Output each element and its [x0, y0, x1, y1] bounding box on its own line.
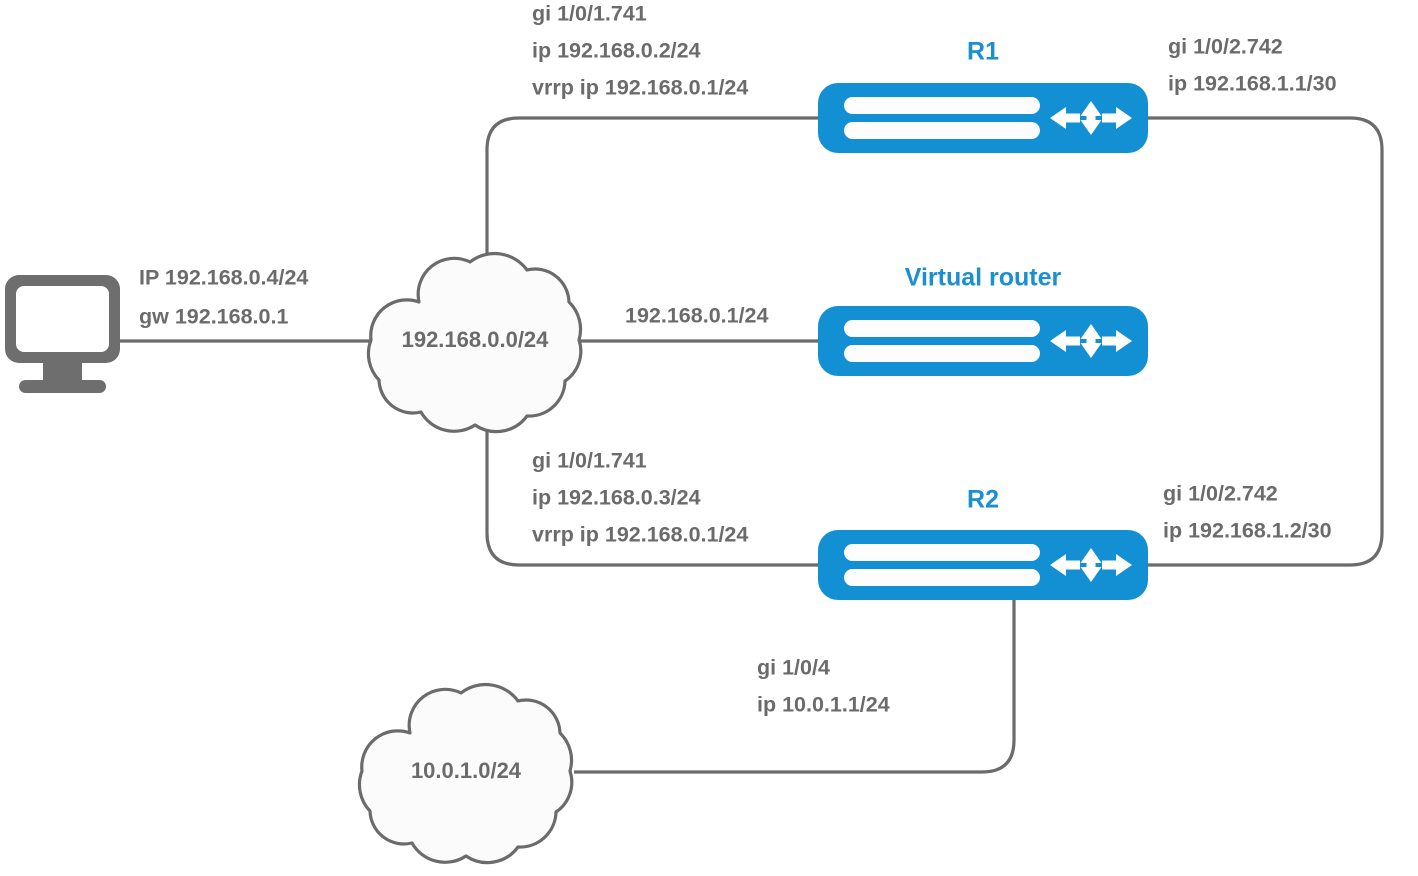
r1-left-label-line-1: gi 1/0/1.741: [532, 2, 647, 26]
label-r2-left: gi 1/0/1.741 ip 192.168.0.3/24 vrrp ip 1…: [532, 449, 748, 547]
r1-right-label-line-1: gi 1/0/2.742: [1168, 35, 1283, 59]
label-pc: IP 192.168.0.4/24 gw 192.168.0.1: [139, 266, 308, 329]
router-icon: [818, 530, 1148, 600]
label-r1-right: gi 1/0/2.742 ip 192.168.1.1/30: [1168, 35, 1337, 96]
r1-left-label-line-3: vrrp ip 192.168.0.1/24: [532, 76, 748, 100]
r2-left-label-line-1: gi 1/0/1.741: [532, 449, 647, 473]
node-router-r2[interactable]: R2: [818, 486, 1148, 600]
node-cloud-lan[interactable]: 192.168.0.0/24: [366, 251, 583, 434]
label-virtual-router-left: 192.168.0.1/24: [625, 304, 769, 328]
pc-label-line-2: gw 192.168.0.1: [139, 305, 288, 329]
pc-label-line-1: IP 192.168.0.4/24: [139, 266, 308, 290]
desktop-computer-icon: [5, 275, 120, 393]
link-r2-to-cloud-wan: [574, 572, 1016, 774]
node-router-virtual[interactable]: Virtual router: [818, 264, 1148, 376]
r1-left-label-line-2: ip 192.168.0.2/24: [532, 39, 701, 63]
r2-right-label-line-1: gi 1/0/2.742: [1163, 482, 1278, 506]
node-router-r1[interactable]: R1: [818, 38, 1148, 153]
router-icon: [818, 83, 1148, 153]
router-icon: [818, 306, 1148, 376]
router-r1-name: R1: [967, 38, 999, 66]
label-r1-left: gi 1/0/1.741 ip 192.168.0.2/24 vrrp ip 1…: [532, 2, 748, 100]
router-virtual-name: Virtual router: [905, 264, 1062, 292]
link-cloud-lan-to-r1: [485, 116, 828, 262]
label-r2-bottom: gi 1/0/4 ip 10.0.1.1/24: [757, 656, 890, 717]
node-cloud-wan[interactable]: 10.0.1.0/24: [357, 682, 574, 865]
link-r1-to-r2: [1140, 116, 1384, 567]
r1-right-label-line-2: ip 192.168.1.1/30: [1168, 72, 1337, 96]
router-r2-name: R2: [967, 486, 999, 514]
link-cloud-lan-to-r2: [485, 423, 828, 567]
cloud-wan-label: 10.0.1.0/24: [411, 758, 522, 783]
r2-bottom-label-line-2: ip 10.0.1.1/24: [757, 693, 890, 717]
cloud-lan-label: 192.168.0.0/24: [402, 327, 550, 352]
r2-left-label-line-2: ip 192.168.0.3/24: [532, 486, 701, 510]
link-group: [118, 116, 1384, 774]
virtual-router-label-line-1: 192.168.0.1/24: [625, 304, 769, 328]
label-r2-right: gi 1/0/2.742 ip 192.168.1.2/30: [1163, 482, 1332, 543]
node-pc[interactable]: [5, 275, 120, 393]
r2-right-label-line-2: ip 192.168.1.2/30: [1163, 519, 1332, 543]
r2-bottom-label-line-1: gi 1/0/4: [757, 656, 830, 680]
r2-left-label-line-3: vrrp ip 192.168.0.1/24: [532, 523, 748, 547]
